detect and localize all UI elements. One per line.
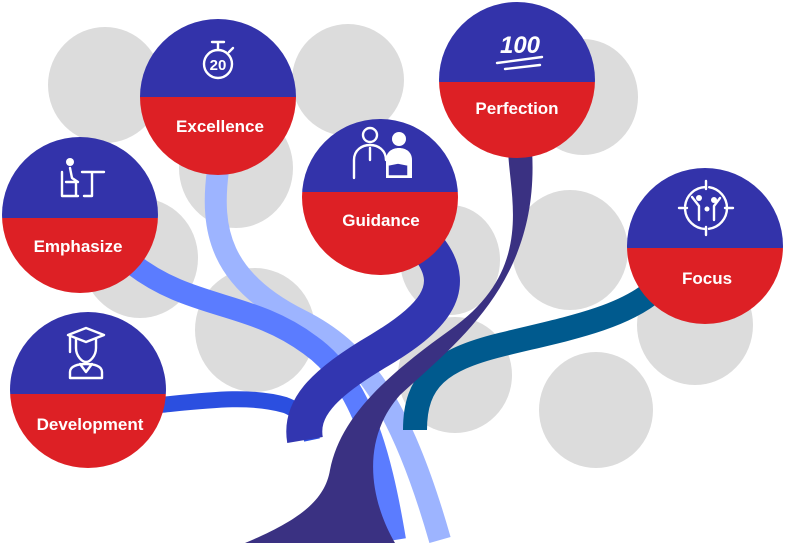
node-development[interactable]: Development [5,305,175,484]
family-target-icon [677,179,735,237]
svg-text:100: 100 [500,32,541,59]
svg-text:20: 20 [210,57,227,74]
node-label: Guidance [342,211,419,230]
teacher-student-icon [352,126,412,180]
branches [123,150,663,543]
branch-emphasize [123,253,406,542]
node-label: Emphasize [34,237,123,256]
node-label: Perfection [475,99,558,118]
branch-excellence [204,168,451,543]
hundred-points-icon: 100 [495,32,544,71]
node-label: Development [37,415,144,434]
branch-focus [403,280,663,431]
graduate-icon [66,326,106,380]
node-label: Excellence [176,117,264,136]
branch-guidance [286,239,460,443]
stopwatch-20-icon: 20 [202,40,235,80]
student-desk-icon [60,158,106,198]
node-label: Focus [682,269,732,288]
